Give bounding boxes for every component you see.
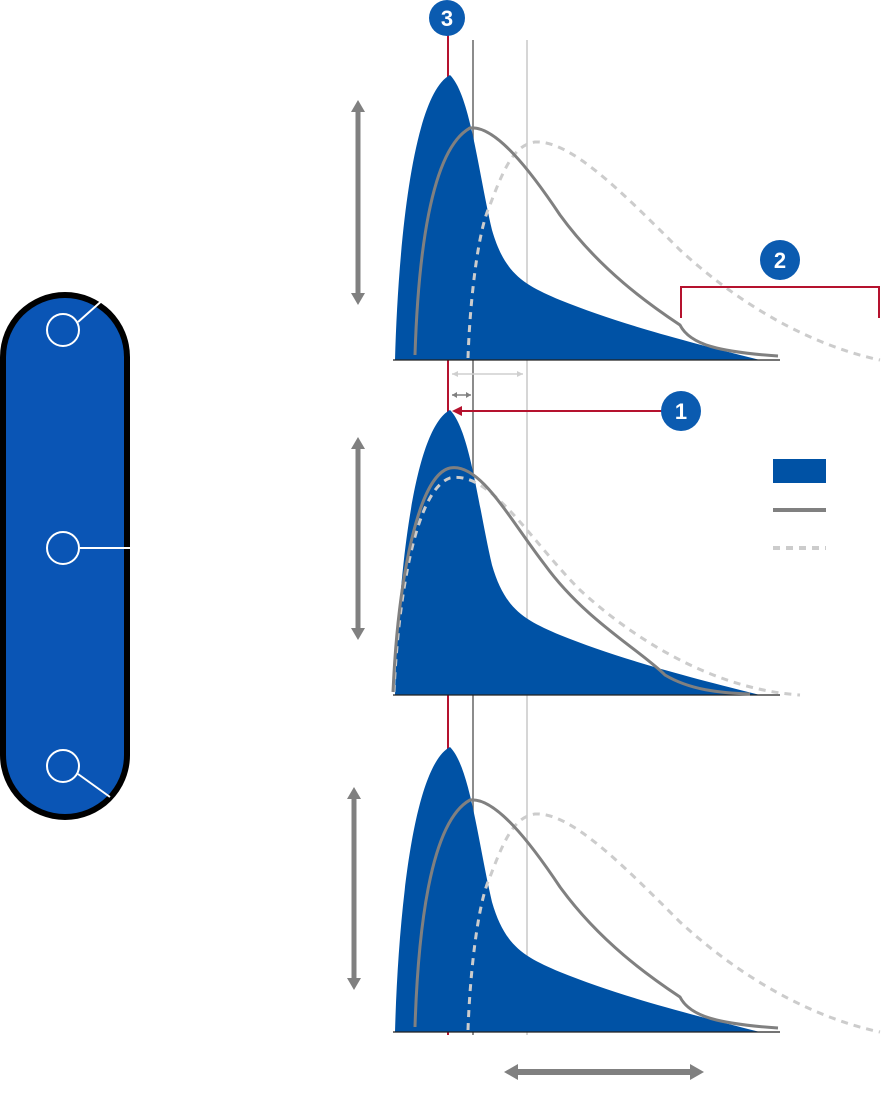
marker-2-bracket [680,286,880,318]
sensor-point-bottom [46,749,111,798]
duration-arrow [504,1064,704,1080]
capsule-device [0,292,130,820]
dashed-curve [466,812,881,1034]
amplitude-arrow-bottom [347,787,361,990]
legend-swatch-filled-area [773,459,826,483]
marker-1-pointer [452,406,662,416]
sensor-point-top [46,297,106,347]
sensor-point-middle [46,531,130,565]
flow-area [395,410,760,695]
curve-panel-middle [391,410,801,697]
capsule-inner [6,298,124,814]
curve-panel-top [393,75,881,362]
marker-1-label: 1 [675,399,687,424]
solid-curve [391,466,751,696]
amplitude-arrow-middle [351,437,365,640]
marker-3: 3 [429,0,465,36]
marker-2: 2 [760,240,800,280]
marker-3-label: 3 [441,6,453,31]
solid-curve [413,126,779,358]
marker-2-label: 2 [774,248,786,273]
marker-1: 1 [661,391,701,431]
flow-area [395,747,760,1032]
legend [773,459,826,550]
curve-panel-bottom [393,747,881,1034]
flow-area [395,75,760,360]
amplitude-arrow-top [351,100,365,305]
dashed-curve [466,140,881,362]
dashed-curve [392,475,801,697]
solid-curve [413,798,779,1030]
time-shift-arrows [452,371,523,398]
